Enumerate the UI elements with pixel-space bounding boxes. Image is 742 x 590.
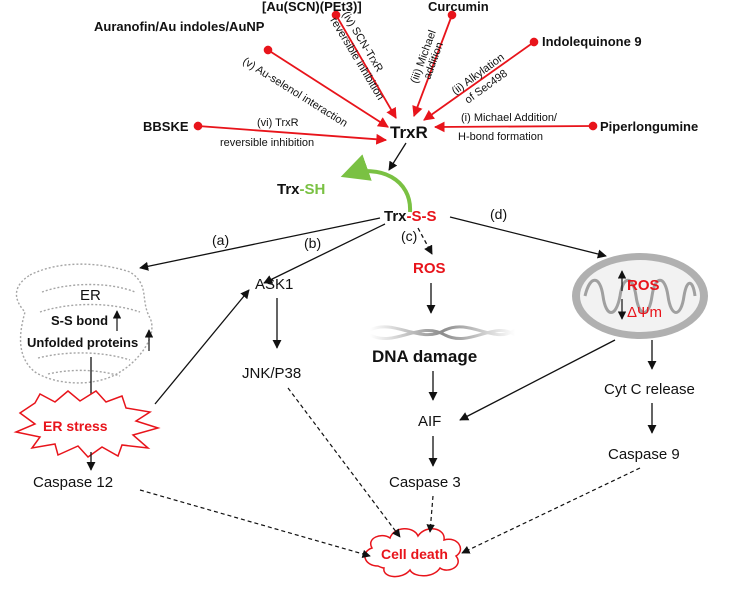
- branch-a-label: (a): [212, 232, 229, 248]
- cell-death-label: Cell death: [381, 546, 448, 562]
- inhibitor-curcumin: Curcumin: [428, 0, 489, 14]
- trxr-label: TrxR: [390, 123, 428, 142]
- inhibitor-auranofin: Auranofin/Au indoles/AuNP: [94, 19, 265, 34]
- er-stress-burst: [13, 390, 161, 458]
- ros-label-d: ROS: [627, 277, 660, 294]
- trxr-to-trx-ss-arrow: [388, 142, 407, 171]
- er-organelle-icon: [15, 263, 153, 384]
- mitochondrion-icon: [572, 253, 708, 339]
- caspase12-label: Caspase 12: [33, 474, 113, 491]
- caspase3-label: Caspase 3: [389, 474, 461, 491]
- er-label: ER: [80, 287, 101, 304]
- caspase9-label: Caspase 9: [608, 446, 680, 463]
- dpsi-label: ΔΨm: [627, 304, 662, 321]
- trx-reduction-arrow: [340, 154, 413, 213]
- cell-death-cloud: [364, 528, 462, 578]
- mechanism-vi-label-1: (vi) TrxR: [257, 117, 299, 129]
- er-stress-label: ER stress: [43, 418, 108, 434]
- ask1-label: ASK1: [255, 276, 293, 293]
- er-stress-to-ask1-arrow: [154, 289, 250, 405]
- branch-arrows: [139, 216, 607, 284]
- mito-to-aif-arrow: [459, 339, 616, 421]
- inhibitor-au-scn: [Au(SCN)(PEt3)]: [262, 0, 362, 14]
- inhibitor-lines: [193, 10, 598, 145]
- mechanism-i-label-1: (i) Michael Addition/: [461, 112, 558, 124]
- branch-d-label: (d): [490, 206, 507, 222]
- trx-ss-label: Trx-S-S: [384, 208, 437, 225]
- aif-label: AIF: [418, 413, 441, 430]
- cell-death-arrows: [139, 387, 641, 558]
- jnk-p38-label: JNK/P38: [242, 365, 301, 382]
- inhibitor-piperlongumine: Piperlongumine: [600, 119, 698, 134]
- inhibitor-indolequinone: Indolequinone 9: [542, 34, 642, 49]
- branch-c-label: (c): [401, 228, 417, 244]
- dna-helix-icon: [369, 325, 516, 341]
- cytc-release-label: Cyt C release: [604, 381, 695, 398]
- branch-b-label: (b): [304, 235, 321, 251]
- dna-damage-label: DNA damage: [372, 347, 477, 366]
- mechanism-vi-label-2: reversible inhibition: [220, 137, 314, 149]
- ss-bond-label: S-S bond: [51, 313, 108, 328]
- trx-sh-label: Trx-SH: [277, 181, 325, 198]
- inhibitor-bbske: BBSKE: [143, 119, 189, 134]
- mechanism-i-label-2: H-bond formation: [458, 131, 543, 143]
- ros-label-c: ROS: [413, 260, 446, 277]
- unfolded-proteins-label: Unfolded proteins: [27, 335, 138, 350]
